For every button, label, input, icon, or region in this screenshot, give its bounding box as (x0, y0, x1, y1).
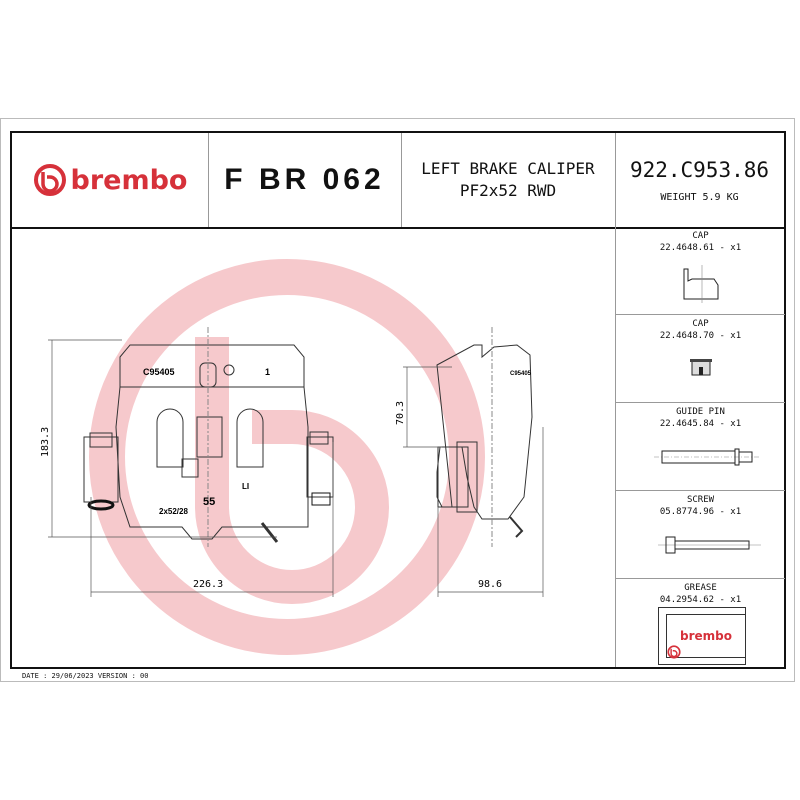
part-item: GREASE 04.2954.62 - x1 brembo (616, 579, 785, 667)
cap-small-icon (690, 359, 712, 376)
logo-cell: brembo (12, 133, 209, 227)
grease-package: brembo (658, 607, 746, 665)
dimension-lines (48, 339, 544, 597)
part-name: GUIDE PIN (676, 407, 725, 417)
part-name: CAP (692, 231, 709, 241)
part-item: SCREW 05.8774.96 - x1 (616, 491, 785, 579)
part-ref: 04.2954.62 - x1 (659, 595, 742, 605)
part-ref: 22.4648.70 - x1 (659, 331, 742, 341)
dim-height: 183.3 (40, 427, 51, 457)
part-name: GREASE (684, 583, 717, 593)
description-cell: LEFT BRAKE CALIPER PF2x52 RWD (401, 133, 616, 227)
part-number-cell: 922.C953.86 WEIGHT 5.9 KG (615, 133, 784, 227)
part-item: CAP 22.4648.70 - x1 (616, 315, 785, 403)
marking-55: 55 (203, 496, 215, 508)
brembo-logo: brembo (33, 163, 188, 197)
parts-list: CAP 22.4648.61 - x1 CAP 22.4648.70 - x1 … (615, 227, 785, 667)
sheet-border (0, 118, 795, 682)
product-code: F BR 062 (224, 163, 385, 196)
dim-side-height: 70.3 (395, 401, 406, 425)
part-name: CAP (692, 319, 709, 329)
part-item: GUIDE PIN 22.4645.84 - x1 (616, 403, 785, 491)
grease-brembo-icon: brembo (666, 614, 746, 659)
caliper-front-view (83, 327, 334, 547)
marking-side: LI (242, 482, 249, 491)
screw-icon (658, 536, 761, 554)
code-cell: F BR 062 (208, 133, 402, 227)
cap-large-icon (683, 265, 719, 303)
dim-side-width: 98.6 (478, 579, 502, 590)
date-version: DATE : 29/06/2023 VERSION : 00 (22, 672, 149, 680)
dim-width: 226.3 (193, 579, 223, 590)
part-ref: 05.8774.96 - x1 (659, 507, 742, 517)
brembo-disc-icon (33, 164, 66, 196)
part-item: CAP 22.4648.61 - x1 (616, 227, 785, 315)
description-line2: PF2x52 RWD (459, 181, 557, 200)
part-ref: 22.4645.84 - x1 (659, 419, 742, 429)
marking-1: 1 (265, 367, 270, 377)
marking-code: C95405 (143, 367, 175, 377)
side-marking: C95405 (510, 371, 532, 377)
brembo-disc-icon (667, 645, 681, 659)
description-line1: LEFT BRAKE CALIPER (421, 159, 595, 178)
weight: WEIGHT 5.9 KG (660, 191, 739, 203)
technical-drawing: C95405 1 55 2x52/28 LI C95405 183.3 226.… (12, 227, 615, 667)
caliper-side-view (436, 327, 533, 547)
part-name: SCREW (686, 495, 715, 505)
title-block: brembo F BR 062 LEFT BRAKE CALIPER PF2x5… (12, 133, 784, 229)
drawing-frame: brembo F BR 062 LEFT BRAKE CALIPER PF2x5… (10, 131, 786, 669)
brand-name: brembo (70, 164, 188, 196)
grease-brand: brembo (680, 629, 732, 643)
marking-size: 2x52/28 (159, 507, 188, 516)
part-ref: 22.4648.61 - x1 (659, 243, 742, 253)
brembo-watermark (89, 259, 485, 655)
part-number: 922.C953.86 (629, 157, 770, 182)
guide-pin-icon (654, 448, 761, 466)
